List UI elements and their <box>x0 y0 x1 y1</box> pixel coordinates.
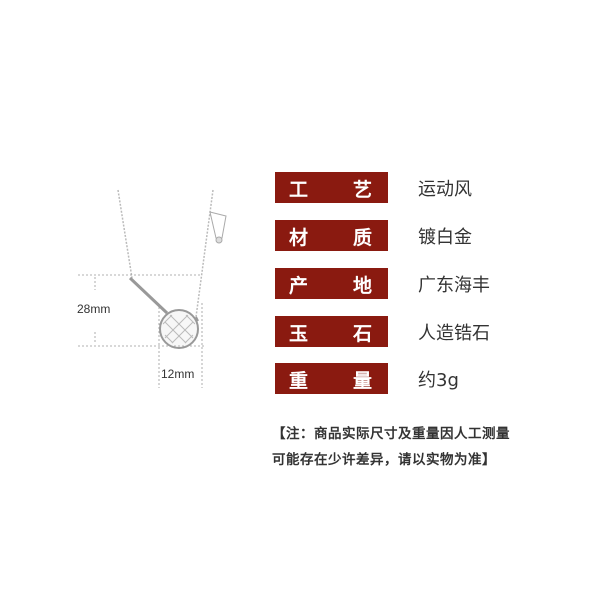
necklace-illustration <box>78 189 227 388</box>
spec-label: 工艺 <box>275 172 388 203</box>
spec-row-craft: 工艺 运动风 <box>275 172 595 203</box>
spec-value: 广东海丰 <box>418 275 490 296</box>
spec-label: 产地 <box>275 268 388 299</box>
spec-row-stone: 玉石 人造锆石 <box>275 316 595 347</box>
spec-value: 镀白金 <box>418 227 472 248</box>
spec-value: 约3g <box>418 370 459 391</box>
spec-row-material: 材质 镀白金 <box>275 220 595 251</box>
note-line-1: 【注：商品实际尺寸及重量因人工测量 <box>272 426 510 442</box>
spec-row-origin: 产地 广东海丰 <box>275 268 595 299</box>
spec-value: 人造锆石 <box>418 323 490 344</box>
width-dimension-label: 12mm <box>161 367 195 381</box>
height-dimension-label: 28mm <box>77 302 111 316</box>
spec-value: 运动风 <box>418 179 472 200</box>
spec-label: 重量 <box>275 363 388 394</box>
spec-row-weight: 重量 约3g <box>275 363 595 394</box>
racket-head-icon <box>159 309 199 349</box>
disclaimer-note: 【注：商品实际尺寸及重量因人工测量 可能存在少许差异，请以实物为准】 <box>272 421 510 473</box>
note-line-2: 可能存在少许差异，请以实物为准】 <box>272 452 496 468</box>
spec-label: 玉石 <box>275 316 388 347</box>
product-image: 28mm 12mm <box>70 160 260 400</box>
shuttlecock-charm-icon <box>209 211 227 244</box>
spec-label: 材质 <box>275 220 388 251</box>
